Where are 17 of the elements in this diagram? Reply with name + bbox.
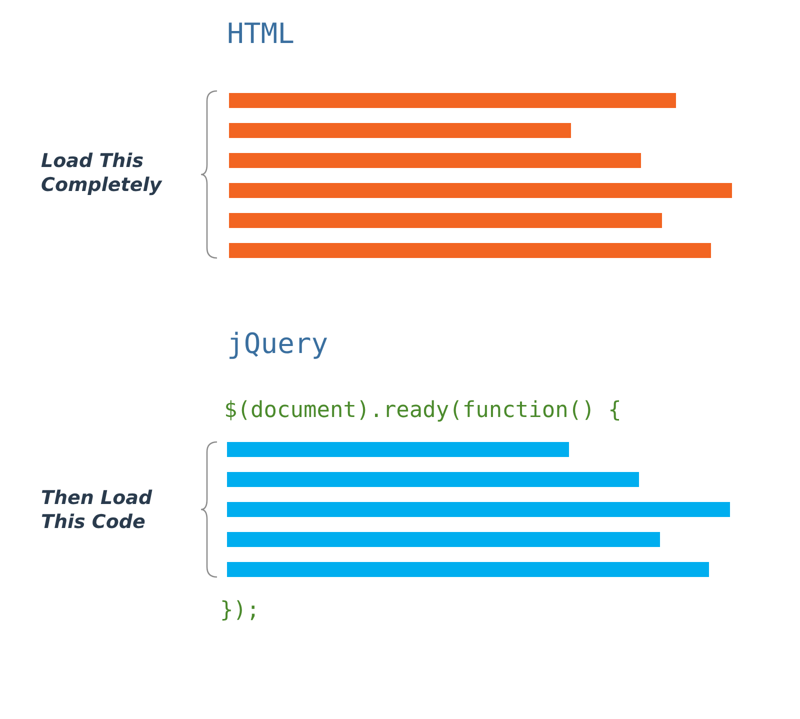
code-line-bar	[227, 472, 639, 487]
code-line-bar	[229, 213, 662, 228]
code-line-bar	[229, 153, 641, 168]
code-line-bar	[227, 502, 730, 517]
annotation-text: Then Load This Code	[41, 486, 154, 534]
heading: jQuery	[227, 327, 328, 360]
code-line-bar	[229, 183, 732, 198]
code-line-bar	[229, 243, 711, 258]
code-line-bar	[229, 123, 571, 138]
heading: HTML	[227, 17, 294, 50]
code-line-bar	[229, 93, 676, 108]
code-line: $(document).ready(function() {	[224, 398, 622, 423]
code-line: });	[220, 598, 260, 623]
code-line-bar	[227, 562, 709, 577]
code-line-bar	[227, 442, 569, 457]
annotation-text: Load This Completely	[41, 149, 164, 197]
code-line-bar	[227, 532, 660, 547]
